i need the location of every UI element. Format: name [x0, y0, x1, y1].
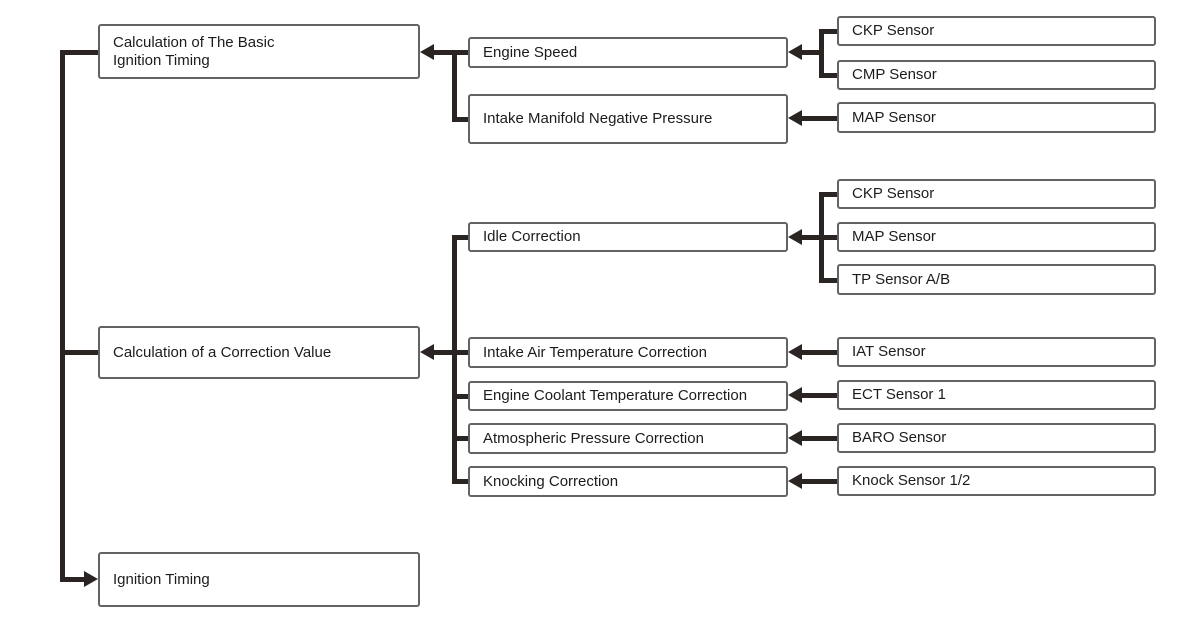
node-label: TP Sensor A/B: [852, 270, 951, 288]
node-label: Knock Sensor 1/2: [852, 472, 971, 489]
node-label-line1: Calculation of The Basic: [113, 33, 275, 51]
connector-iat-corr-to-calc-correction: [434, 350, 468, 355]
node-map-sensor-2: MAP Sensor: [837, 222, 1156, 252]
connector-spine-shaft-ignition-timing: [60, 577, 86, 582]
connector-idle-group-shaft: [802, 235, 822, 240]
connector-baro-shaft: [802, 436, 837, 441]
arrowhead-into-ignition-timing: [84, 571, 98, 587]
node-ckp-sensor-2: CKP Sensor: [837, 179, 1156, 209]
node-label: CKP Sensor: [852, 185, 935, 202]
node-intake-air-temp-correction: Intake Air Temperature Correction: [468, 337, 788, 368]
connector-corrections-vertical: [452, 235, 457, 484]
node-label: ECT Sensor 1: [852, 386, 946, 403]
node-label: Ignition Timing: [113, 570, 210, 588]
connector-stub-cmp: [819, 73, 837, 78]
node-knock-sensor-12: Knock Sensor 1/2: [837, 466, 1156, 496]
node-baro-sensor: BARO Sensor: [837, 423, 1156, 453]
connector-stub-atmos-correction: [452, 436, 468, 441]
arrowhead-into-calc-basic: [420, 44, 434, 60]
node-map-sensor-1: MAP Sensor: [837, 102, 1156, 133]
node-atmospheric-pressure-correction: Atmospheric Pressure Correction: [468, 423, 788, 454]
node-label: Intake Manifold Negative Pressure: [483, 110, 713, 127]
arrowhead-into-knocking-correction: [788, 473, 802, 489]
connector-stub-ect-correction: [452, 394, 468, 399]
node-cmp-sensor: CMP Sensor: [837, 60, 1156, 90]
node-label: Intake Air Temperature Correction: [483, 343, 707, 361]
node-label: CKP Sensor: [852, 22, 935, 39]
connector-stub-ckp-2: [819, 192, 837, 197]
node-label: Calculation of a Correction Value: [113, 343, 332, 361]
connector-iat-shaft: [802, 350, 837, 355]
arrowhead-into-ect-correction: [788, 387, 802, 403]
connector-stub-tp: [819, 278, 837, 283]
node-engine-speed: Engine Speed: [468, 37, 788, 68]
node-label: CMP Sensor: [852, 66, 937, 83]
arrowhead-into-atmos-correction: [788, 430, 802, 446]
connector-ckp-cmp-shaft: [802, 50, 822, 55]
arrowhead-into-iat-correction: [788, 344, 802, 360]
node-label: Engine Coolant Temperature Correction: [483, 387, 748, 404]
node-knocking-correction: Knocking Correction: [468, 466, 788, 497]
node-label: Atmospheric Pressure Correction: [483, 429, 704, 447]
connector-ckp-cmp-vertical: [819, 29, 824, 78]
connector-spine-stub-correction-value: [60, 350, 98, 355]
node-label: Engine Speed: [483, 43, 578, 61]
node-tp-sensor-ab: TP Sensor A/B: [837, 264, 1156, 295]
node-label: Idle Correction: [483, 228, 581, 245]
connector-stub-map-2: [819, 235, 837, 240]
node-ect-sensor-1: ECT Sensor 1: [837, 380, 1156, 410]
node-label: Knocking Correction: [483, 472, 619, 490]
arrowhead-into-engine-speed: [788, 44, 802, 60]
connector-spine-vertical: [60, 50, 65, 582]
arrowhead-into-intake-manifold: [788, 110, 802, 126]
node-intake-manifold-negative-pressure: Intake Manifold Negative Pressure: [468, 94, 788, 144]
arrowhead-into-idle-correction: [788, 229, 802, 245]
node-label-line2: Ignition Timing: [113, 51, 210, 69]
node-label: BARO Sensor: [852, 429, 947, 446]
node-engine-coolant-temp-correction: Engine Coolant Temperature Correction: [468, 381, 788, 411]
node-label: MAP Sensor: [852, 228, 936, 245]
node-ignition-timing: Ignition Timing: [98, 552, 420, 607]
arrowhead-into-calc-correction: [420, 344, 434, 360]
node-ckp-sensor-1: CKP Sensor: [837, 16, 1156, 46]
node-label: IAT Sensor: [852, 343, 926, 360]
node-label: MAP Sensor: [852, 108, 936, 126]
node-idle-correction: Idle Correction: [468, 222, 788, 252]
connector-knock-shaft: [802, 479, 837, 484]
connector-engine-speed-to-calc-basic: [434, 50, 468, 55]
connector-stub-ckp-1: [819, 29, 837, 34]
connector-ect-shaft: [802, 393, 837, 398]
connector-basic-group-vertical: [452, 50, 457, 121]
connector-stub-idle-correction: [452, 235, 468, 240]
node-iat-sensor: IAT Sensor: [837, 337, 1156, 367]
connector-stub-knocking-correction: [452, 479, 468, 484]
connector-spine-stub-basic-timing: [60, 50, 98, 55]
node-calc-correction-value: Calculation of a Correction Value: [98, 326, 420, 379]
connector-map1-shaft: [802, 116, 837, 121]
connector-stub-intake-manifold: [452, 117, 468, 122]
